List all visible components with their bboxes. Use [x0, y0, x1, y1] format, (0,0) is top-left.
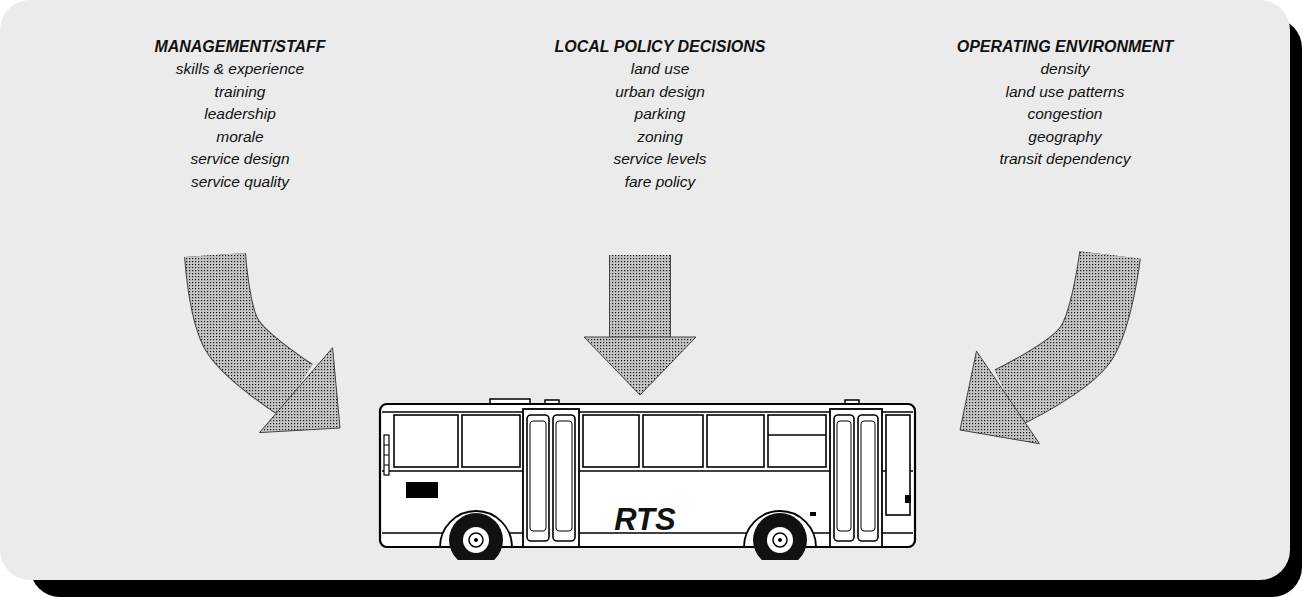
factor-item: service design [110, 148, 370, 171]
influence-arrow [215, 255, 340, 433]
factor-item: morale [110, 126, 370, 149]
group-heading: MANAGEMENT/STAFF [110, 36, 370, 58]
factor-item: urban design [530, 81, 790, 104]
arrow-shaft-edge [215, 255, 296, 390]
arrow-shaft [1008, 255, 1110, 397]
arrow-head [584, 337, 696, 395]
factor-item: transit dependency [935, 148, 1195, 171]
factor-item: skills & experience [110, 58, 370, 81]
factor-item: land use patterns [935, 81, 1195, 104]
influence-arrow [960, 255, 1110, 444]
factor-item: land use [530, 58, 790, 81]
arrow-shaft-edge [609, 255, 671, 337]
group-heading: LOCAL POLICY DECISIONS [530, 36, 790, 58]
factor-item: service quality [110, 171, 370, 194]
factor-item: service levels [530, 148, 790, 171]
influence-arrow [584, 255, 696, 395]
bus-label: RTS [590, 503, 700, 537]
panel-fill [0, 0, 1290, 580]
factor-group: MANAGEMENT/STAFFskills & experiencetrain… [110, 30, 370, 255]
arrow-shaft-edge [1008, 255, 1110, 397]
arrow-shaft [610, 255, 670, 337]
factor-group: LOCAL POLICY DECISIONSland useurban desi… [530, 30, 790, 255]
arrow-head [260, 348, 340, 433]
factor-item: fare policy [530, 171, 790, 194]
arrow-shaft [215, 255, 296, 390]
factor-item: density [935, 58, 1195, 81]
bus-node: RTS [340, 395, 960, 560]
arrow-head [960, 351, 1039, 444]
factor-group: OPERATING ENVIRONMENTdensityland use pat… [935, 30, 1195, 255]
factor-item: parking [530, 103, 790, 126]
group-heading: OPERATING ENVIRONMENT [935, 36, 1195, 58]
factor-item: congestion [935, 103, 1195, 126]
factor-item: training [110, 81, 370, 104]
factor-item: geography [935, 126, 1195, 149]
factor-item: zoning [530, 126, 790, 149]
factor-item: leadership [110, 103, 370, 126]
